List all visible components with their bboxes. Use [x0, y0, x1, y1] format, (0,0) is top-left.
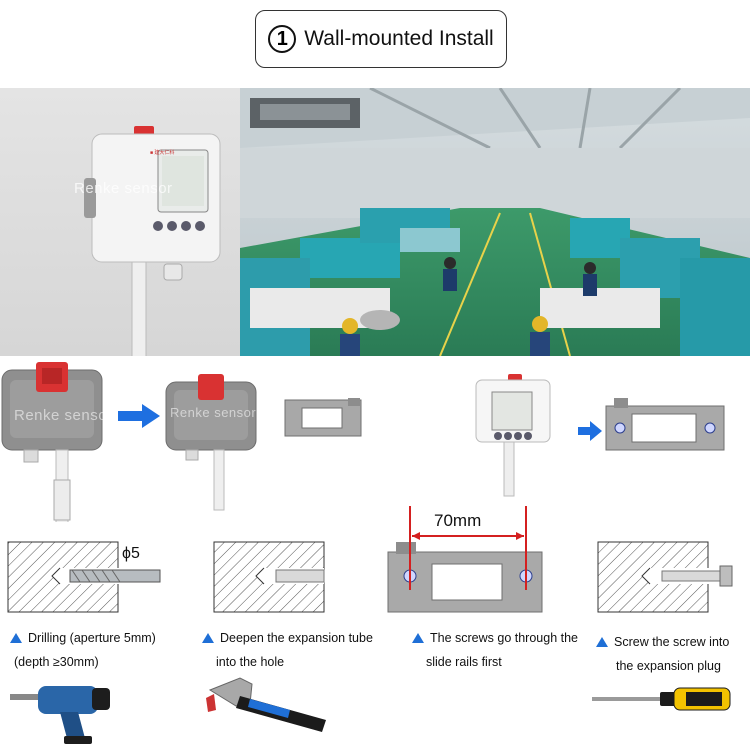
device-back-image	[1, 362, 103, 522]
drill-diameter-label: ϕ5	[122, 545, 140, 562]
triangle-bullet-icon	[596, 637, 608, 647]
arrow-right-icon	[578, 421, 602, 441]
title-number-badge: 1	[268, 25, 297, 53]
device-back-small-image	[165, 374, 257, 511]
dimension-marker	[409, 506, 527, 590]
bracket-with-screws-image	[605, 398, 725, 451]
installation-diagrams	[7, 541, 733, 613]
factory-photo-panel	[240, 88, 750, 356]
dimension-label: 70mm	[434, 511, 482, 530]
step-caption-drilling: Drilling (aperture 5mm) (depth ≥30mm)	[10, 626, 156, 674]
factory-floor-image	[240, 88, 750, 356]
mounting-bracket-image	[284, 398, 362, 437]
sensor-device-image: ■ 建大仁科	[84, 126, 221, 425]
step-caption-expansion-tube: Deepen the expansion tube into the hole	[202, 626, 373, 674]
page-title: Wall-mounted Install	[304, 27, 494, 50]
arrow-right-icon	[118, 404, 160, 428]
drill-icon	[10, 686, 110, 744]
step-caption-slide-rails: The screws go through the slide rails fi…	[412, 626, 578, 674]
sensor-photo-panel: ■ 建大仁科 Renke sensor	[0, 88, 240, 425]
device-front-image	[475, 374, 551, 497]
triangle-bullet-icon	[412, 633, 424, 643]
step-caption-screw: Screw the screw into the expansion plug	[596, 630, 729, 678]
title-box: 1 Wall-mounted Install	[255, 10, 507, 68]
svg-text:■ 建大仁科: ■ 建大仁科	[150, 149, 174, 156]
watermark-text: Renke sensor	[74, 180, 173, 197]
watermark-text: Renke sensor	[14, 407, 113, 424]
hammer-icon	[206, 677, 326, 732]
triangle-bullet-icon	[202, 633, 214, 643]
watermark-text: Renke sensor	[170, 405, 257, 420]
screwdriver-icon	[592, 687, 731, 711]
triangle-bullet-icon	[10, 633, 22, 643]
